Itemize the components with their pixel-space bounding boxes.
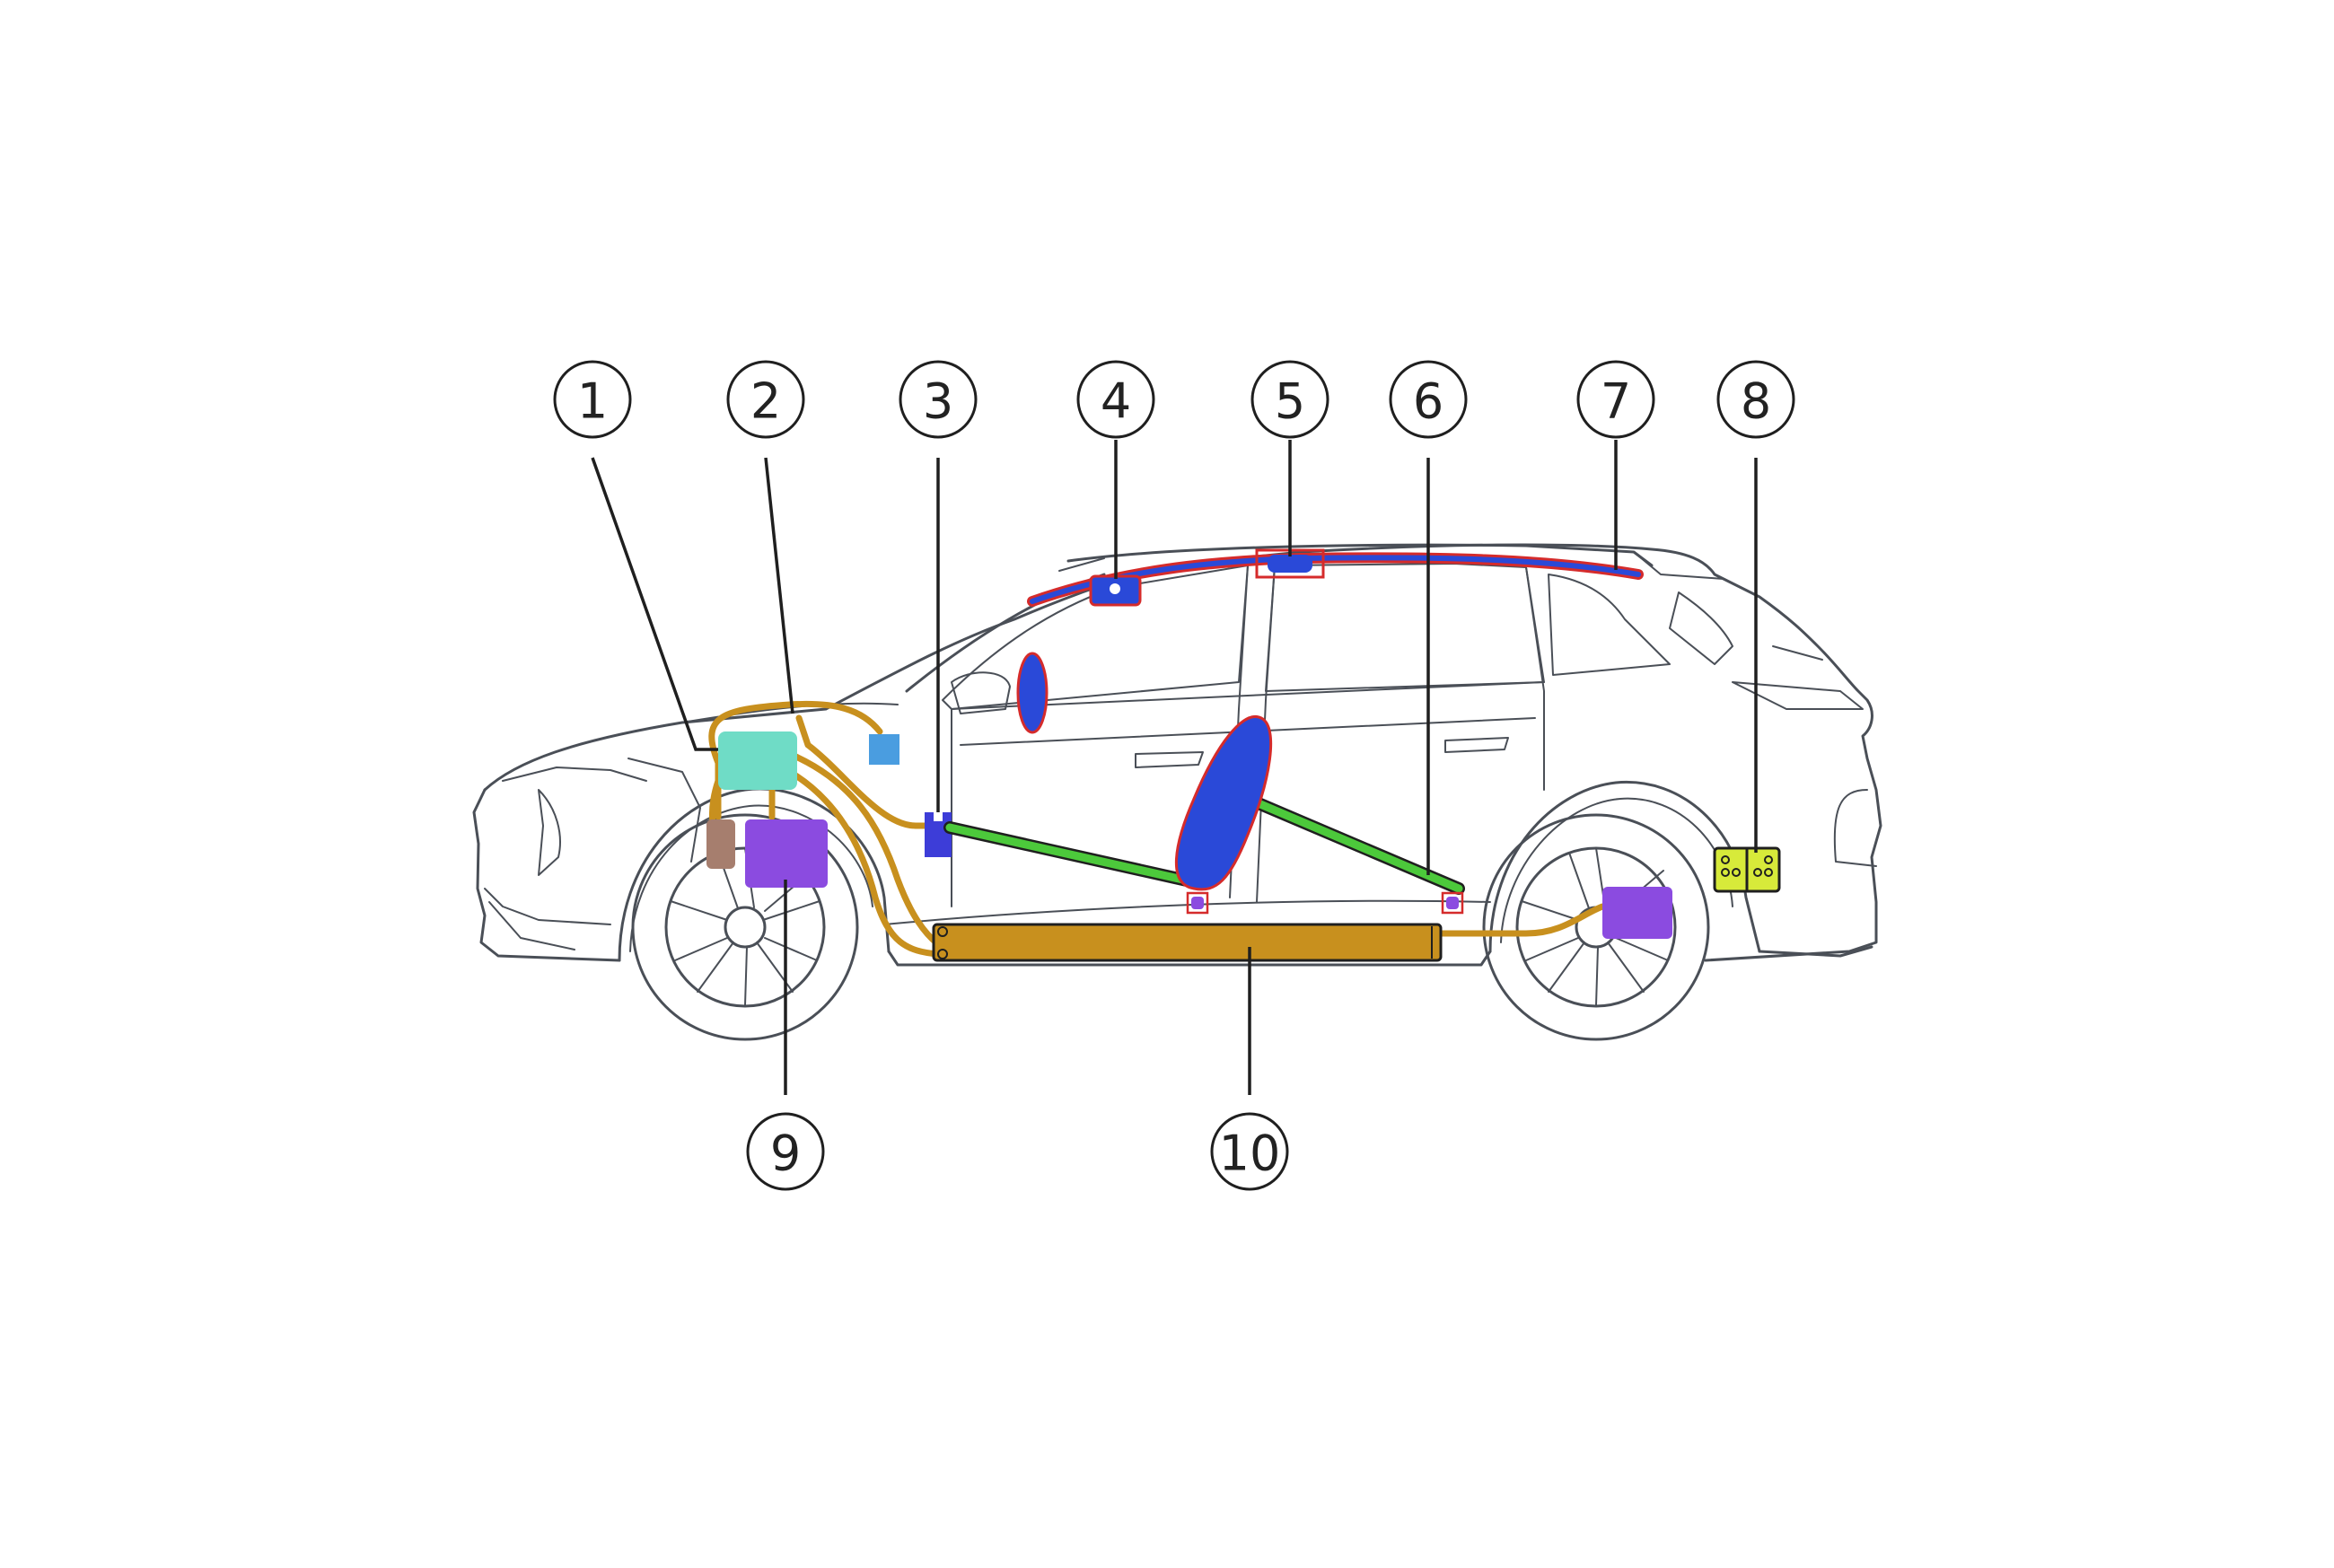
- wiring-harness: [708, 700, 1619, 958]
- callout-3: 3: [899, 360, 978, 439]
- side-module: [706, 819, 735, 869]
- callout-label: 8: [1741, 373, 1771, 430]
- callout-label: 4: [1101, 373, 1131, 430]
- battery-bolt: [937, 949, 948, 959]
- battery-pack: [932, 923, 1443, 962]
- front-power-unit: [745, 819, 828, 888]
- b-pillar-module: [925, 812, 952, 857]
- rear-anchor: [1446, 897, 1459, 909]
- rear-fuse-box: [1713, 846, 1781, 893]
- callout-label: 5: [1275, 373, 1305, 430]
- seat-airbag: [1175, 715, 1273, 891]
- callout-7: 7: [1576, 360, 1655, 439]
- roof-connector: [1268, 555, 1312, 573]
- control-unit: [718, 731, 797, 790]
- callout-2: 2: [726, 360, 805, 439]
- callout-label: 3: [923, 373, 953, 430]
- car-body-outline: [472, 543, 1882, 967]
- front-sensor: [869, 734, 899, 765]
- inflator-dot: [1110, 583, 1120, 594]
- rear-power-unit: [1602, 887, 1672, 939]
- battery-bolt: [937, 926, 948, 937]
- callout-label: 1: [577, 373, 608, 430]
- front-seatbelt-fill: [945, 823, 1207, 889]
- rear-anchor-box: [1441, 891, 1464, 915]
- callout-label: 6: [1413, 373, 1443, 430]
- callout-5: 5: [1250, 360, 1329, 439]
- callout-label: 7: [1601, 373, 1631, 430]
- rear-wheel: [1482, 813, 1710, 1041]
- callout-1: 1: [553, 360, 632, 439]
- leader-lines: [591, 440, 1758, 1095]
- steering-airbag: [1016, 652, 1049, 734]
- rear-seatbelt-fill: [1243, 794, 1463, 893]
- callout-4: 4: [1076, 360, 1155, 439]
- callout-label: 10: [1219, 1126, 1281, 1182]
- front-anchor: [1191, 897, 1204, 909]
- leader-1: [591, 457, 718, 751]
- callout-6: 6: [1389, 360, 1468, 439]
- callout-label: 9: [770, 1126, 801, 1182]
- callout-10: 10: [1210, 1112, 1289, 1191]
- callout-label: 2: [750, 373, 781, 430]
- leader-2: [764, 457, 794, 714]
- front-anchor-box: [1186, 891, 1209, 915]
- callout-9: 9: [746, 1112, 825, 1191]
- callout-8: 8: [1716, 360, 1795, 439]
